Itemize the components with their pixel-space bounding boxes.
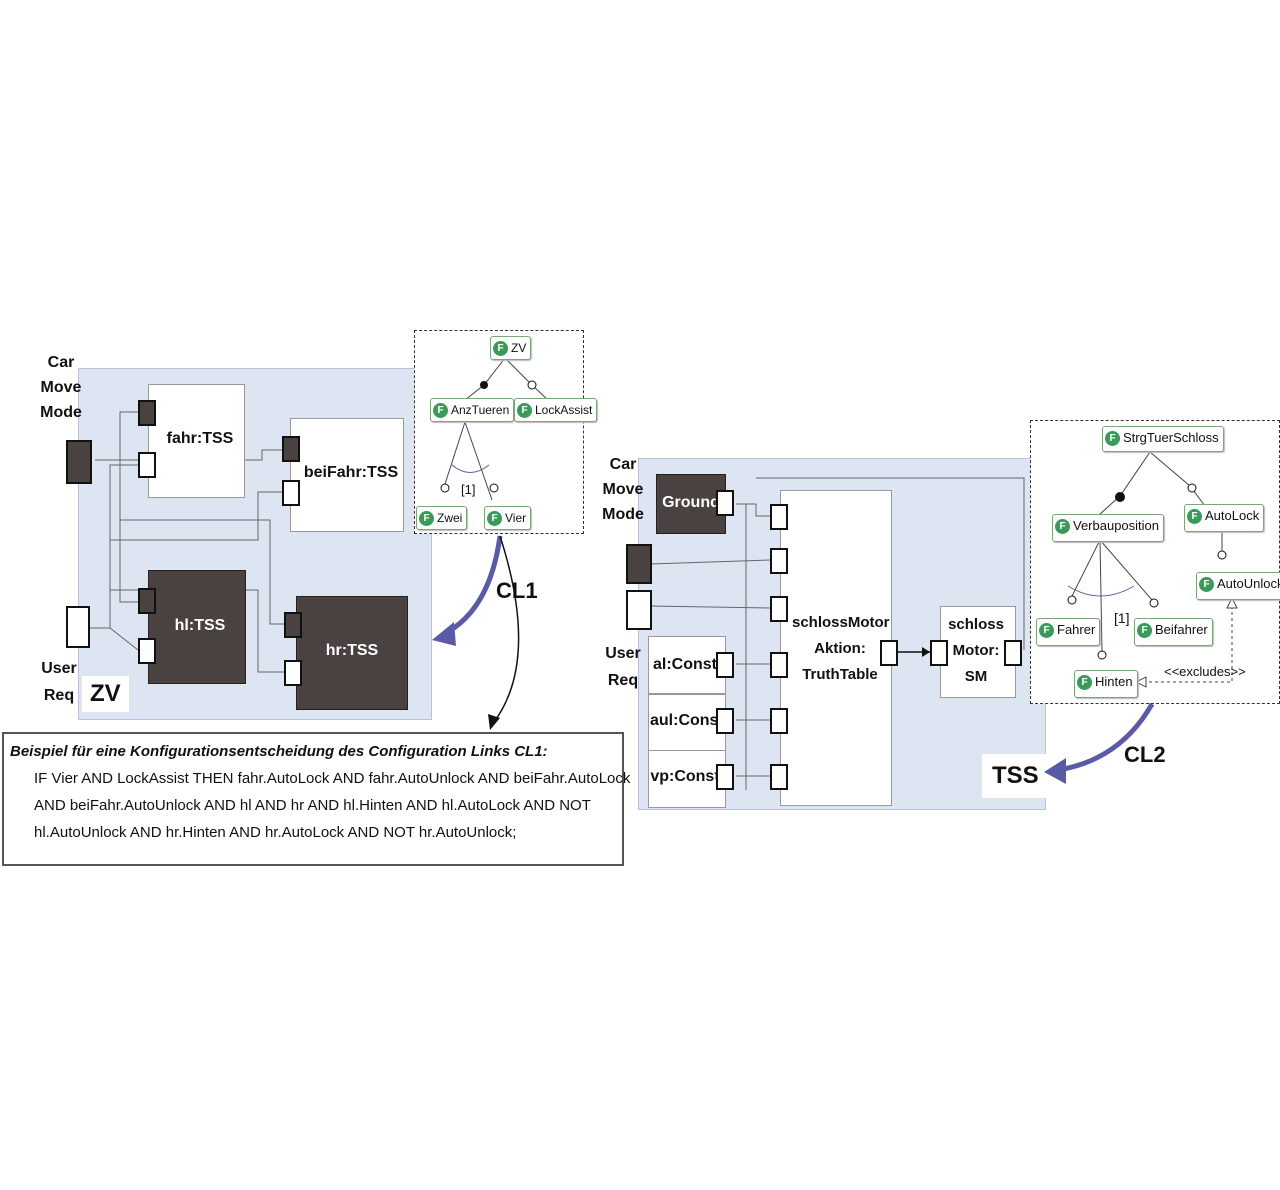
right-car-move-mode-port[interactable] [626,544,652,584]
truth-port-in-4[interactable] [770,652,788,678]
block-beifahr[interactable] [290,418,404,532]
fahr-port-in-1[interactable] [138,400,156,426]
cl2-label: CL2 [1124,742,1166,767]
hl-port-in-2[interactable] [138,638,156,664]
feature-icon: F [1077,675,1092,691]
truth-port-in-3[interactable] [770,596,788,622]
block-hr-label: hr:TSS [325,642,379,659]
beifahr-port-in-1[interactable] [282,436,300,462]
left-car-move-mode-port[interactable] [66,440,92,484]
block-hl-label: hl:TSS [174,617,226,634]
truth-port-in-6[interactable] [770,764,788,790]
feature-icon: F [517,403,532,419]
block-al[interactable] [648,636,726,694]
note-line-2: AND beiFahr.AutoUnlock AND hl AND hr AND… [34,797,591,814]
sm-port-out[interactable] [1004,640,1022,666]
block-fahr[interactable] [148,384,245,498]
block-hl[interactable] [148,570,246,684]
truth-port-in-5[interactable] [770,708,788,734]
feature-icon: F [487,511,502,527]
block-aul-label: aul:Const [650,712,724,729]
beifahr-port-in-2[interactable] [282,480,300,506]
feature-icon: F [1187,509,1202,525]
feature-icon: F [1105,431,1120,447]
tss-feature-model [1030,420,1280,704]
block-sm-label: schloss Motor: SM [948,616,1004,685]
left-user-req-label: User Req [41,660,77,704]
feature-icon: F [1199,577,1214,593]
hl-port-in-1[interactable] [138,588,156,614]
block-truthtable[interactable] [780,490,892,806]
block-ground-label: Ground [662,494,720,511]
feature-icon: F [419,511,434,527]
al-port-out[interactable] [716,652,734,678]
block-sm[interactable] [940,606,1016,698]
note-title: Beispiel für eine Konfigurationsentschei… [10,743,548,760]
right-user-req-port[interactable] [626,590,652,630]
block-hr[interactable] [296,596,408,710]
cl1-label: CL1 [496,578,538,603]
ground-port-out[interactable] [716,490,734,516]
hr-port-in-2[interactable] [284,660,302,686]
sm-port-in[interactable] [930,640,948,666]
hr-port-in-1[interactable] [284,612,302,638]
feature-icon: F [1137,623,1152,639]
vp-port-out[interactable] [716,764,734,790]
block-fahr-label: fahr:TSS [166,430,234,447]
zv-cardinality: [1] [461,482,476,497]
feature-icon: F [493,341,508,357]
zv-feature-model [414,330,584,534]
block-ground[interactable] [656,474,726,534]
right-user-req-label: User Req [605,645,641,689]
note-line-3: hl.AutoUnlock AND hr.Hinten AND hr.AutoL… [34,824,517,841]
right-car-move-mode-label: Car Move Mode [602,456,644,523]
tss-panel-label: TSS [982,754,1049,798]
left-car-move-mode-label: Car Move Mode [40,354,82,421]
truth-port-in-1[interactable] [770,504,788,530]
excludes-label: <<excludes>> [1164,664,1246,679]
truth-port-out[interactable] [880,640,898,666]
left-user-req-port[interactable] [66,606,90,648]
fahr-port-in-2[interactable] [138,452,156,478]
block-vp[interactable] [648,750,726,808]
note-line-1: IF Vier AND LockAssist THEN fahr.AutoLoc… [34,770,631,787]
block-vp-label: vp:Const [650,768,720,785]
cl1-decision-note: Beispiel für eine Konfigurationsentschei… [2,732,631,866]
feature-icon: F [433,403,448,419]
block-beifahr-label: beiFahr:TSS [303,464,399,481]
aul-port-out[interactable] [716,708,734,734]
tss-cardinality: [1] [1114,610,1130,626]
block-al-label: al:Const [653,656,717,673]
truth-port-in-2[interactable] [770,548,788,574]
feature-icon: F [1055,519,1070,535]
block-truthtable-label: schlossMotor Aktion: TruthTable [792,614,890,683]
zv-panel-label: ZV [82,676,129,712]
feature-icon: F [1039,623,1054,639]
